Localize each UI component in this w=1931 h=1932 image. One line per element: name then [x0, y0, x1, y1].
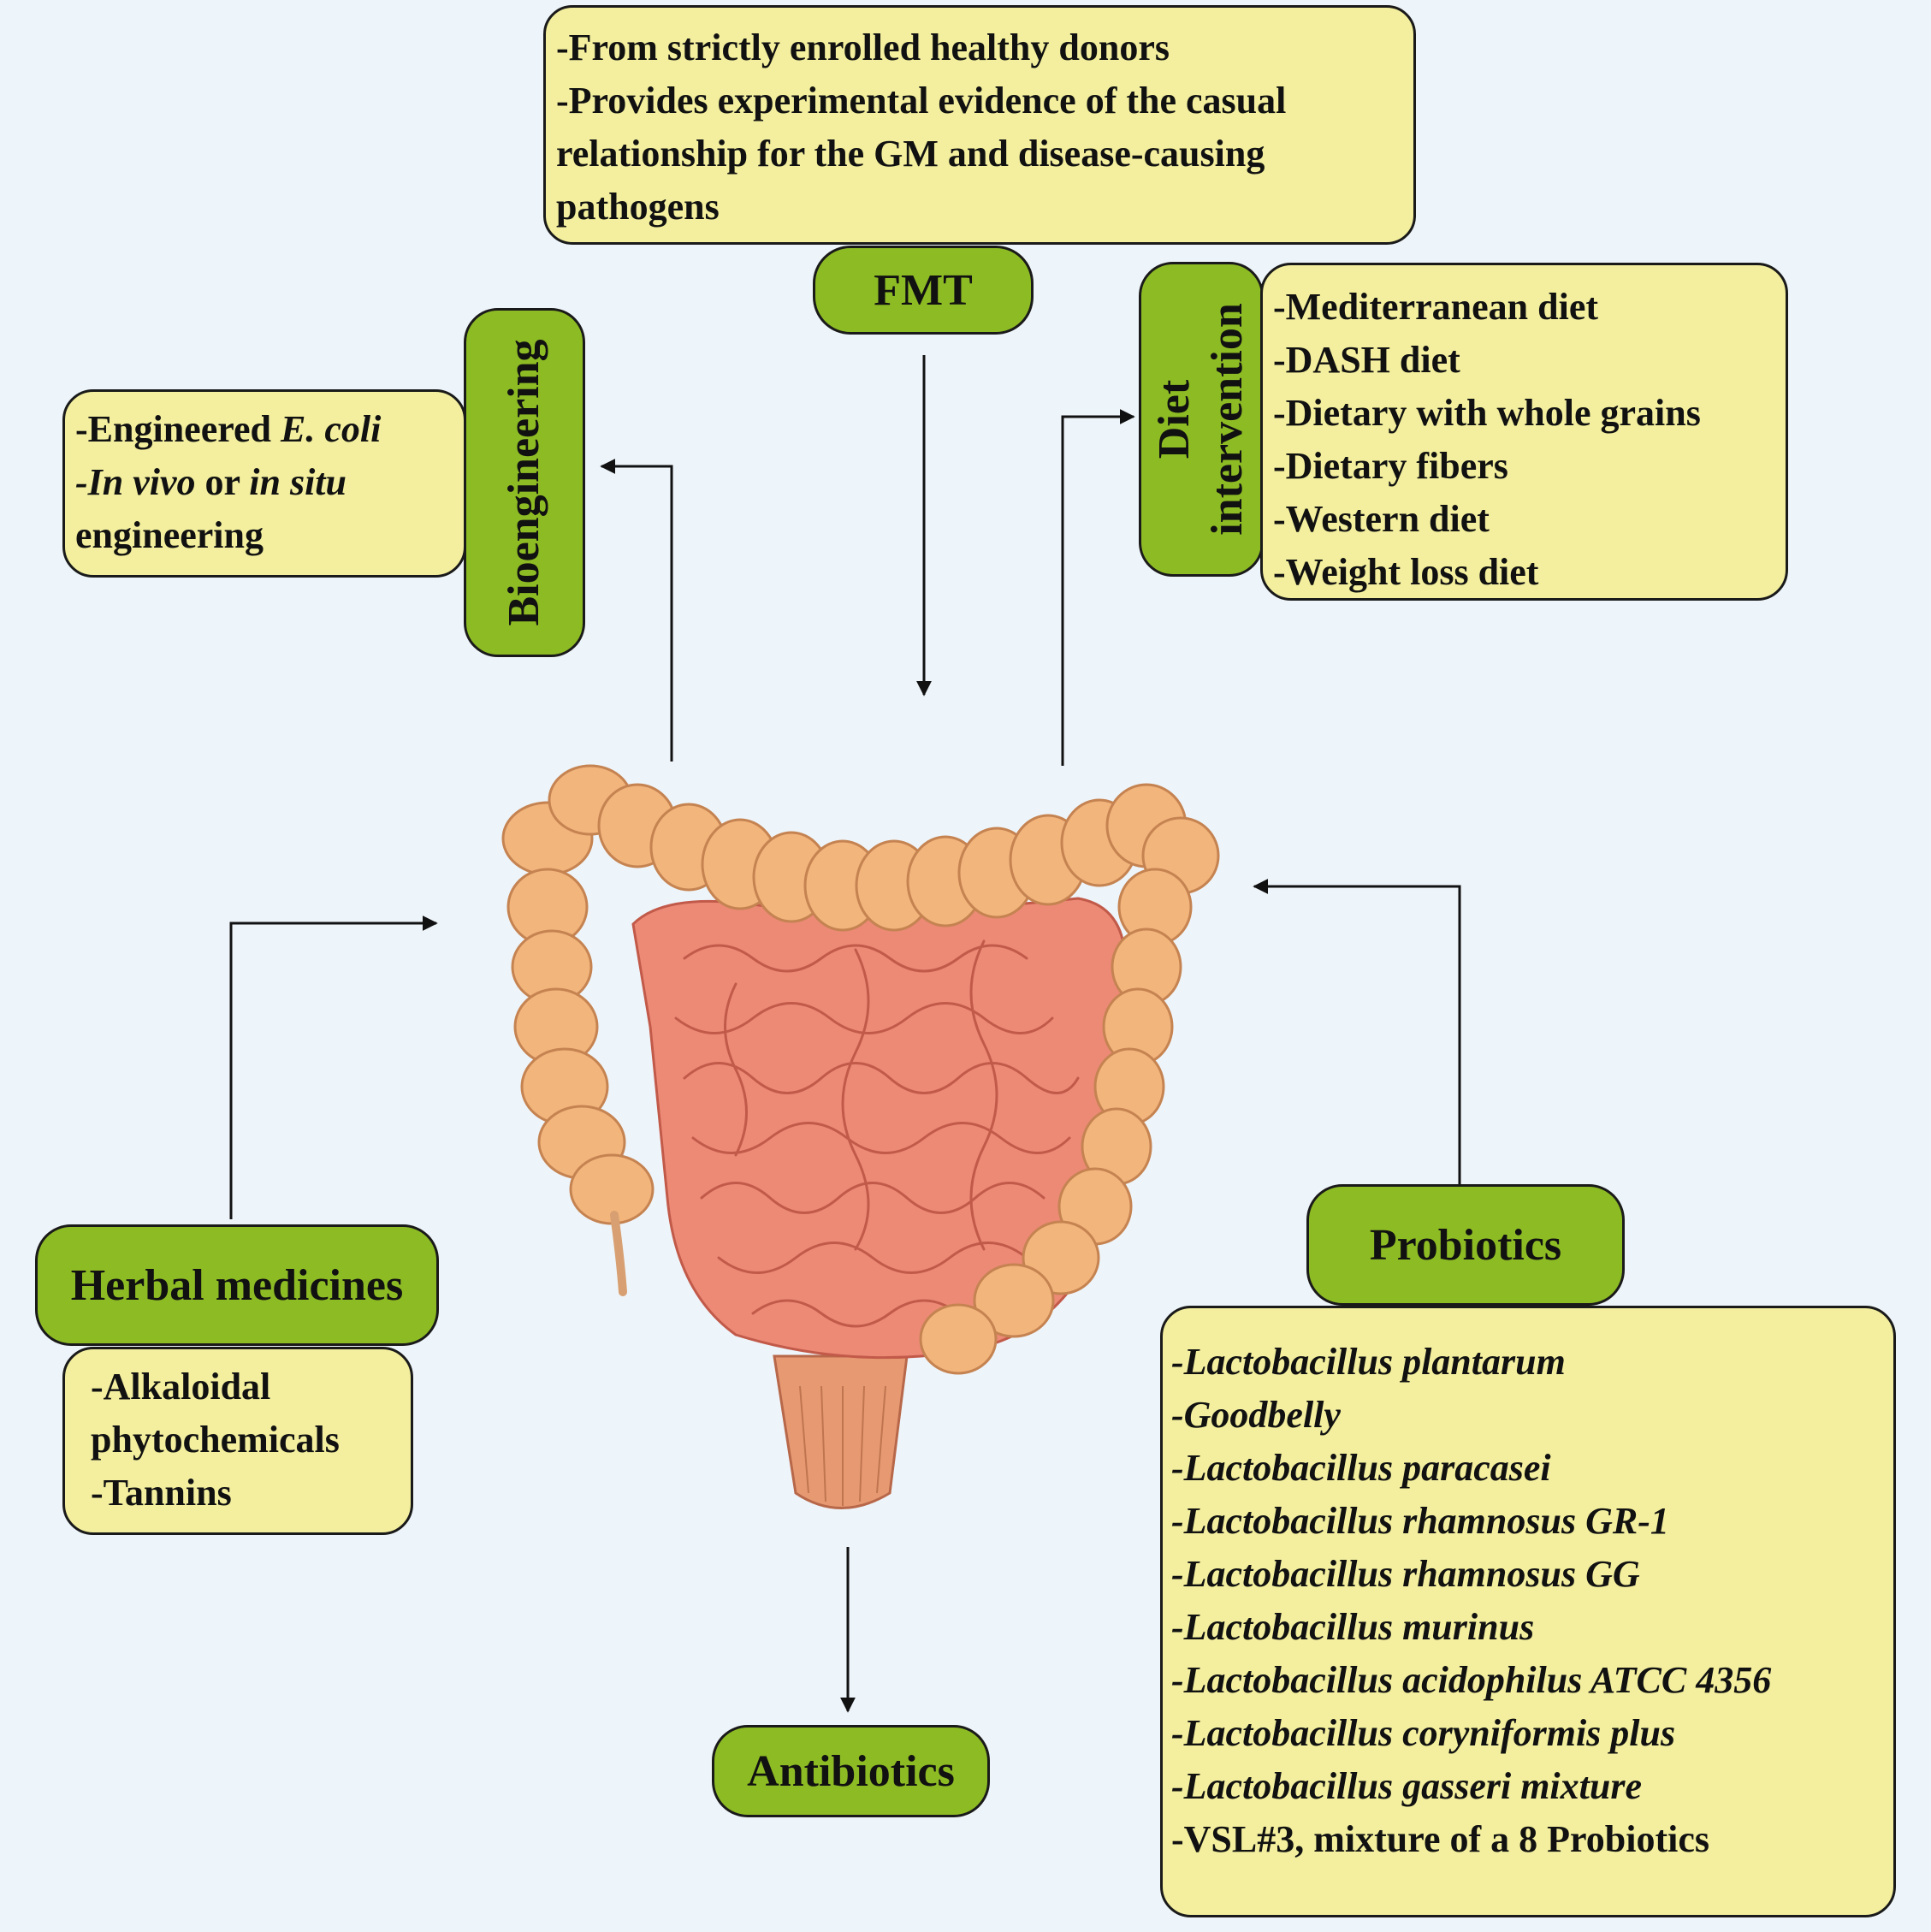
- bioengineering-description-box: -Engineered E. coli -In vivo or in situ …: [62, 389, 466, 578]
- diet-label-line-2: intervention: [1203, 303, 1252, 536]
- bioengineering-line-2: -In vivo or in situ: [75, 461, 347, 503]
- diet-item: -Western diet: [1273, 498, 1490, 540]
- probiotic-item: -Lactobacillus plantarum: [1171, 1341, 1566, 1383]
- probiotics-arrow: [1253, 879, 1461, 1185]
- diet-item: -Mediterranean diet: [1273, 286, 1598, 328]
- diet-item: -Dietary with whole grains: [1273, 392, 1701, 434]
- diet-label-line-1: Diet: [1150, 379, 1199, 459]
- probiotic-item: -VSL#3, mixture of a 8 Probiotics: [1171, 1818, 1709, 1860]
- herbal-label-text: Herbal medicines: [70, 1260, 404, 1310]
- diet-item: -Weight loss diet: [1273, 551, 1539, 593]
- probiotic-item: -Lactobacillus gasseri mixture: [1171, 1765, 1642, 1807]
- herbal-item: -Tannins: [91, 1472, 232, 1514]
- probiotics-label-text: Probiotics: [1369, 1220, 1562, 1270]
- probiotic-item: -Lactobacillus rhamnosus GR-1: [1171, 1500, 1669, 1542]
- fmt-label: FMT: [813, 246, 1034, 335]
- herbal-item: -Alkaloidal: [91, 1366, 271, 1408]
- probiotic-item: -Lactobacillus coryniformis plus: [1171, 1712, 1676, 1754]
- bioengineering-arrow: [600, 459, 673, 762]
- probiotic-item: -Lactobacillus murinus: [1171, 1606, 1535, 1648]
- herbal-medicines-label: Herbal medicines: [35, 1224, 439, 1346]
- diet-intervention-label: Diet intervention: [1139, 262, 1264, 577]
- bioengineering-line-1: -Engineered E. coli: [75, 408, 382, 450]
- probiotic-item: -Lactobacillus rhamnosus GG: [1171, 1553, 1640, 1595]
- antibiotics-label: Antibiotics: [712, 1725, 990, 1817]
- fmt-line-3: relationship for the GM and disease-caus…: [556, 133, 1265, 175]
- diet-items-box: -Mediterranean diet -DASH diet -Dietary …: [1260, 263, 1788, 601]
- fmt-description-box: -From strictly enrolled healthy donors -…: [543, 5, 1416, 245]
- fmt-line-2: -Provides experimental evidence of the c…: [556, 80, 1287, 121]
- fmt-line-1: -From strictly enrolled healthy donors: [556, 27, 1170, 68]
- fmt-line-4: pathogens: [556, 186, 720, 228]
- bioengineering-line-3: engineering: [75, 514, 264, 556]
- diet-item: -Dietary fibers: [1273, 445, 1508, 487]
- probiotic-item: -Goodbelly: [1171, 1394, 1341, 1436]
- bioengineering-label: Bioengineering: [464, 308, 585, 657]
- probiotic-item: -Lactobacillus paracasei: [1171, 1447, 1551, 1489]
- antibiotics-label-text: Antibiotics: [747, 1746, 955, 1796]
- herbal-items-box: -Alkaloidal phytochemicals -Tannins: [62, 1347, 413, 1535]
- bioengineering-label-text: Bioengineering: [500, 339, 548, 626]
- diet-arrow: [1061, 409, 1135, 766]
- diet-item: -DASH diet: [1273, 339, 1460, 381]
- probiotic-item: -Lactobacillus acidophilus ATCC 4356: [1171, 1659, 1772, 1701]
- probiotics-items-box: -Lactobacillus plantarum -Goodbelly -Lac…: [1160, 1306, 1896, 1917]
- probiotics-label: Probiotics: [1306, 1184, 1625, 1306]
- herbal-item: phytochemicals: [91, 1419, 340, 1461]
- fmt-label-text: FMT: [874, 265, 973, 315]
- herbal-arrow: [229, 916, 438, 1219]
